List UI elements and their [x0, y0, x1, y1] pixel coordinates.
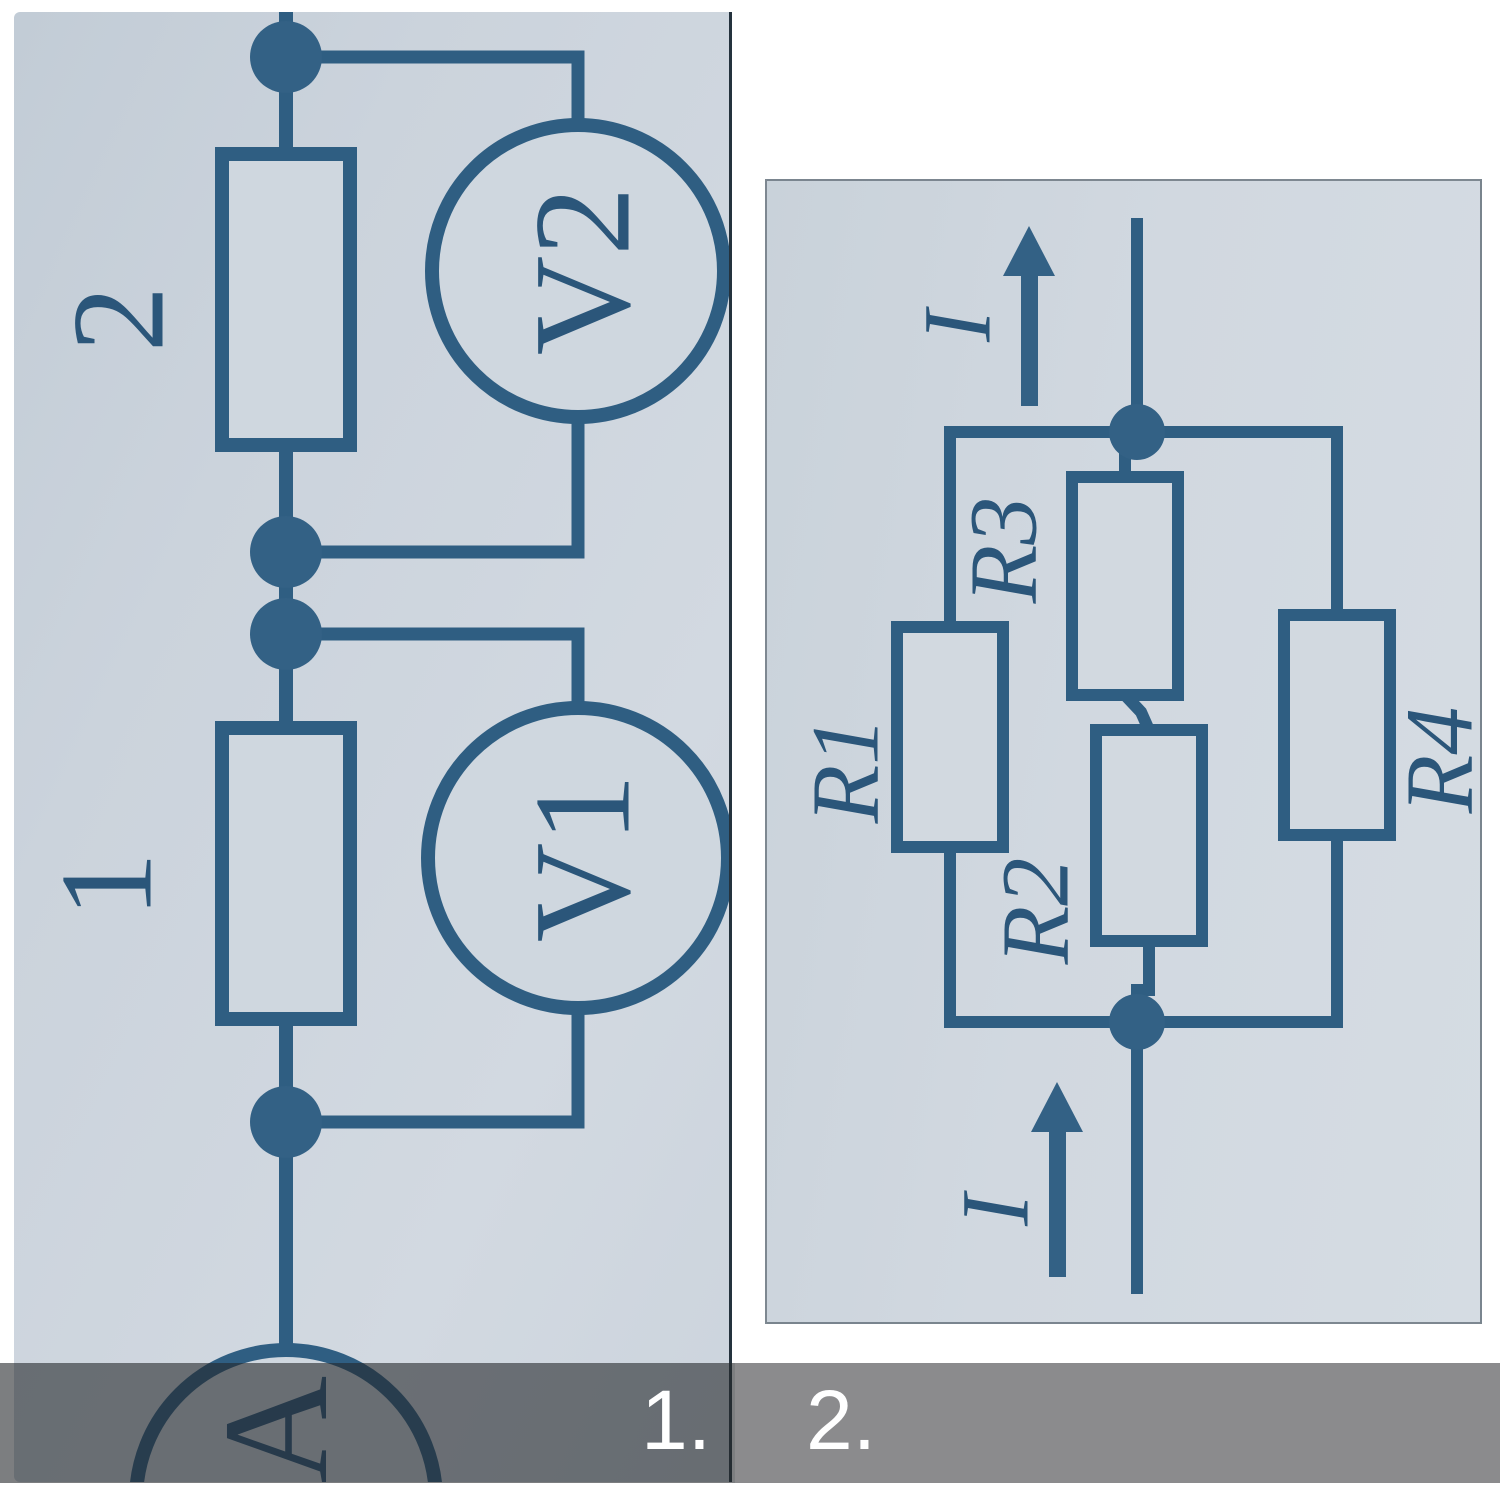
resistor-r3-body	[1066, 471, 1184, 701]
photo-circuit-2: R1 R2 R3 R4 I I	[765, 179, 1482, 1324]
voltmeter-2-circle	[425, 118, 729, 424]
resistor-r1-label: R1	[792, 717, 899, 825]
junction-dot	[250, 21, 322, 93]
resistor-r3-label: R3	[950, 497, 1057, 605]
current-arrow-out	[1003, 226, 1055, 406]
voltmeter-1-label: V1	[506, 774, 659, 943]
voltmeter-2-wire	[286, 50, 585, 559]
junction-dot	[250, 516, 322, 588]
circuit-2-rotated-content: R1 R2 R3 R4 I I	[767, 181, 1480, 1322]
current-label-out: I	[904, 306, 1011, 343]
bottom-bar-right	[735, 1363, 1500, 1483]
voltmeter-1-circle	[421, 701, 729, 1015]
current-arrow-in	[1031, 1082, 1083, 1277]
caption-figure-2: 2.	[806, 1373, 877, 1467]
resistor-2-label: 2	[45, 286, 192, 352]
photo-circuit-1: A V1 V2 1 2	[14, 12, 732, 1482]
node-dot-left	[1109, 994, 1165, 1050]
circuit-2-diagram: R1 R2 R3 R4 I I	[792, 218, 1481, 1294]
junction-dot	[250, 598, 322, 670]
junction-dot	[250, 1086, 322, 1158]
resistor-r1-body	[891, 621, 1009, 853]
caption-figure-1: 1.	[641, 1373, 712, 1467]
resistor-r2-body	[1090, 724, 1208, 947]
junction-dots	[250, 21, 322, 1158]
voltmeter-1-wire	[286, 627, 585, 1129]
resistor-r4-body	[1278, 609, 1396, 841]
resistor-r4-label: R4	[1386, 707, 1481, 815]
circuit-1-diagram: A V1 V2 1 2	[33, 12, 729, 1482]
resistor-r2-label: R2	[982, 858, 1089, 966]
resistor-1-label: 1	[33, 852, 180, 918]
bottom-bar-left-overlay	[0, 1363, 735, 1483]
resistor-2-body	[215, 147, 357, 452]
current-label-in: I	[942, 1190, 1049, 1227]
resistor-1-body	[215, 721, 357, 1026]
node-dot-right	[1109, 404, 1165, 460]
voltmeter-2-label: V2	[506, 187, 659, 356]
circuit-1-rotated-content: A V1 V2 1 2	[14, 12, 729, 1482]
